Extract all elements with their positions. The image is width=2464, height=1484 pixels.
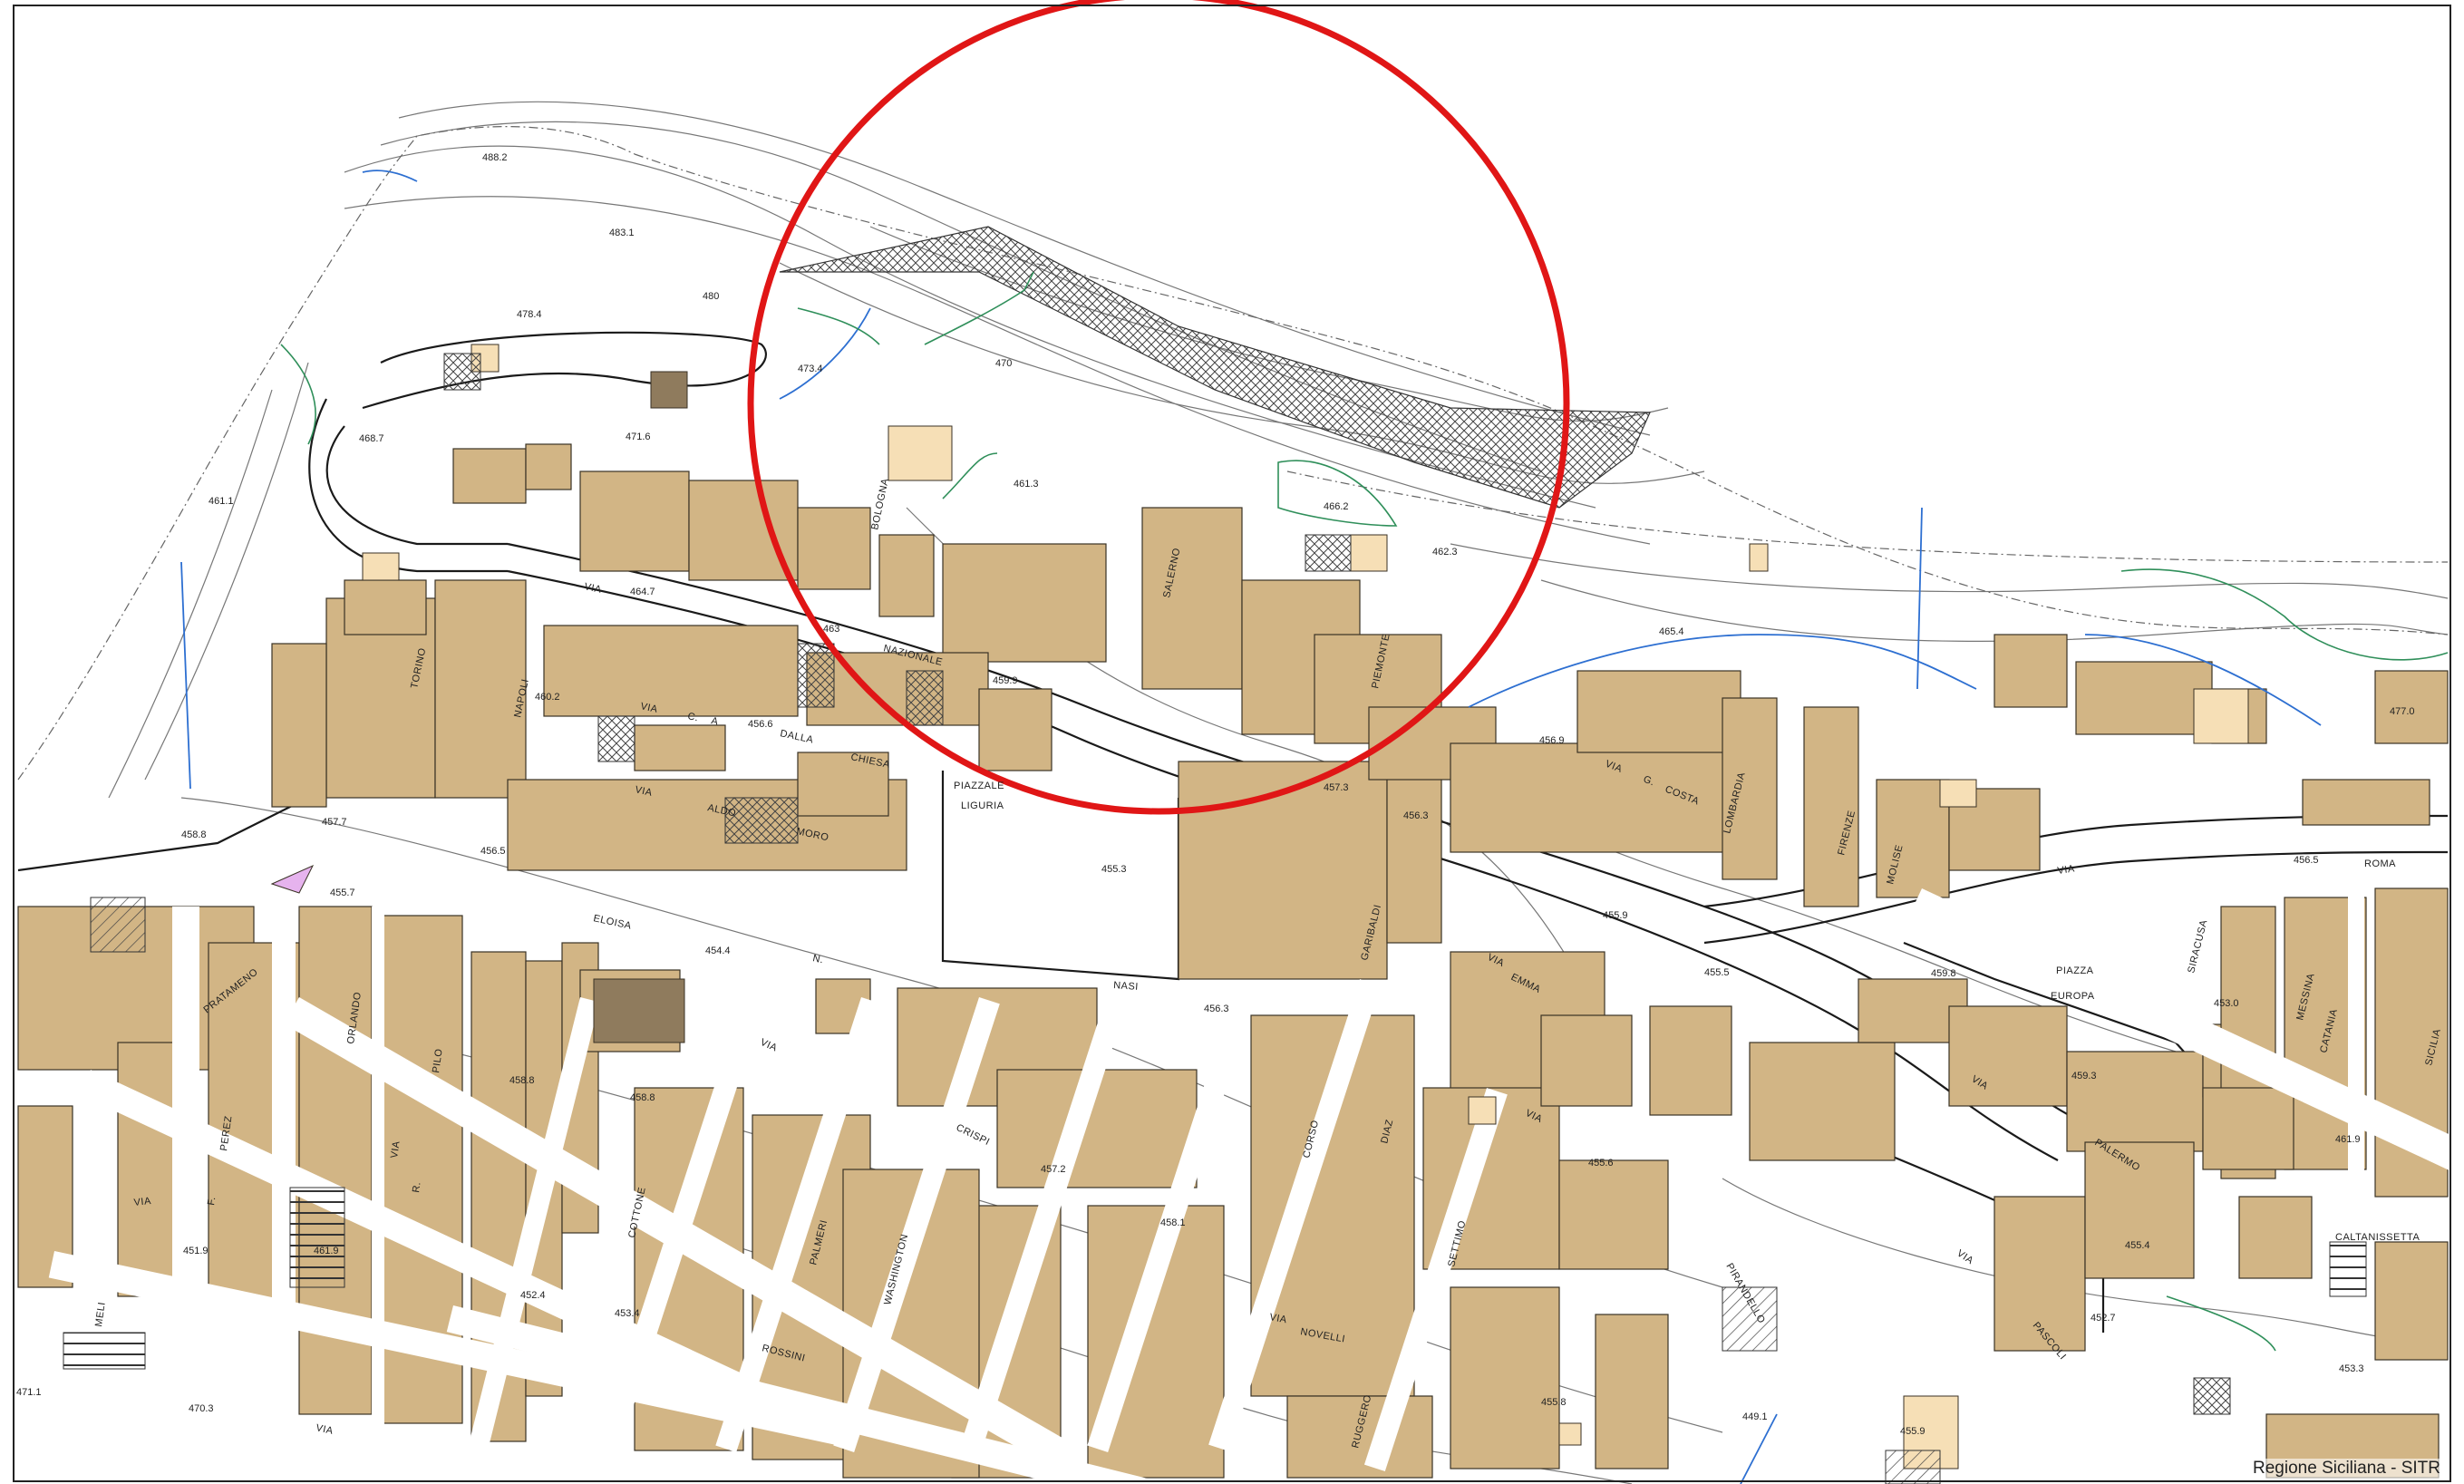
elevation-label: 456.6 <box>748 719 773 730</box>
street-label: BOLOGNA <box>869 477 891 530</box>
street-label: C. <box>686 711 699 723</box>
hatched-areas <box>63 353 2367 1484</box>
elevation-label: 457.7 <box>322 817 347 828</box>
elevation-label: 461.9 <box>2335 1134 2361 1145</box>
elevation-label: 453.0 <box>2214 998 2239 1009</box>
elevation-label: 455.4 <box>2125 1240 2150 1251</box>
elevation-label: 483.1 <box>609 228 635 238</box>
street-label: VIA <box>634 784 653 799</box>
street-label: VIA <box>639 701 658 715</box>
street-label: VIA <box>759 1037 780 1054</box>
elevation-label: 455.8 <box>1541 1397 1567 1408</box>
elevation-label: 464.7 <box>630 587 655 597</box>
elevation-label: 478.4 <box>517 309 542 320</box>
special-building-small <box>650 371 688 409</box>
elevation-label: 463 <box>823 624 839 635</box>
street-label: CALTANISSETTA <box>2335 1232 2420 1243</box>
street-label: PILO <box>431 1048 445 1073</box>
elevation-label: 455.7 <box>330 887 355 898</box>
street-label: VIA <box>583 581 602 596</box>
street-label: DALLA <box>779 728 814 746</box>
street-label: VIA <box>2057 863 2076 877</box>
annexes <box>362 344 2249 1469</box>
street-label: CRISPI <box>955 1122 992 1148</box>
elevation-label: 471.1 <box>16 1387 42 1398</box>
street-label: PIAZZALE <box>954 781 1004 791</box>
elevation-label: 458.1 <box>1160 1217 1186 1228</box>
elevation-label: 458.8 <box>630 1092 655 1103</box>
street-label: NASI <box>1113 980 1139 993</box>
elevation-label: 452.7 <box>2091 1313 2116 1324</box>
elevation-label: 461.9 <box>314 1246 339 1256</box>
elevation-label: 453.3 <box>2339 1363 2364 1374</box>
elevation-label: 456.9 <box>1539 735 1565 746</box>
water-streams <box>180 170 2322 1484</box>
elevation-label: 455.9 <box>1603 910 1628 921</box>
elevation-label: 468.7 <box>359 433 384 444</box>
elevation-label: 488.2 <box>482 152 508 163</box>
street-label: SIRACUSA <box>2186 918 2209 975</box>
elevation-label: 453.4 <box>615 1308 640 1319</box>
highlight-circle <box>747 0 1570 815</box>
elevation-label: 471.6 <box>626 432 651 442</box>
elevation-label: 449.1 <box>1742 1411 1768 1422</box>
street-label: G. <box>1642 774 1656 789</box>
elevation-label: 470 <box>995 358 1012 369</box>
escarpment-hatch <box>779 226 1651 509</box>
street-label: PEREZ <box>218 1115 234 1151</box>
street-label: MELI <box>93 1301 108 1327</box>
elevation-label: 454.4 <box>705 946 731 956</box>
street-label: ROMA <box>2364 858 2396 869</box>
street-label: LIGURIA <box>961 800 1004 811</box>
elevation-label: 459.8 <box>1931 968 1956 979</box>
map-credit: Regione Siciliana - SITR <box>2249 1459 2444 1479</box>
elevation-label: 473.4 <box>798 364 823 374</box>
elevation-label: 460.2 <box>535 692 560 703</box>
elevation-label: 456.3 <box>1403 810 1429 821</box>
purple-plot <box>270 864 315 894</box>
street-label: R. <box>411 1181 423 1194</box>
street-label: VIA <box>1268 1312 1287 1325</box>
elevation-label: 466.2 <box>1324 501 1349 512</box>
street-label: VIA <box>315 1422 334 1437</box>
street-label: VIA <box>1955 1248 1975 1267</box>
street-label: ELOISA <box>592 913 632 932</box>
street-label: PIAZZA <box>2056 965 2094 976</box>
elevation-label: 451.9 <box>183 1246 209 1256</box>
elevation-label: 456.5 <box>2294 855 2319 866</box>
street-label: VIA <box>133 1196 152 1208</box>
elevation-label: 456.5 <box>480 846 506 857</box>
elevation-label: 452.4 <box>520 1290 546 1301</box>
street-label: F. <box>206 1196 218 1206</box>
elevation-label: 477.0 <box>2390 706 2415 717</box>
elevation-label: 457.3 <box>1324 782 1349 793</box>
elevation-label: 457.2 <box>1041 1164 1066 1175</box>
elevation-label: 470.3 <box>189 1403 214 1414</box>
street-label: N. <box>811 953 824 965</box>
elevation-label: 455.3 <box>1101 864 1127 875</box>
elevation-label: 461.1 <box>209 496 234 507</box>
elevation-label: 455.6 <box>1588 1158 1614 1169</box>
street-label: A <box>710 715 719 727</box>
elevation-label: 458.8 <box>181 829 207 840</box>
elevation-label: 458.8 <box>509 1075 535 1086</box>
elevation-label: 459.3 <box>2071 1071 2097 1081</box>
street-label: VIA <box>389 1140 403 1159</box>
vegetation-outlines <box>280 271 2449 1352</box>
elevation-label: 455.5 <box>1704 967 1730 978</box>
elevation-label: 465.4 <box>1659 626 1684 637</box>
elevation-label: 461.3 <box>1014 479 1039 490</box>
street-label: EUROPA <box>2051 991 2095 1002</box>
elevation-label: 456.3 <box>1204 1004 1229 1014</box>
elevation-label: 459.9 <box>993 675 1018 686</box>
special-building <box>593 978 685 1043</box>
elevation-label: 455.9 <box>1900 1426 1926 1437</box>
elevation-labels: 488.2 483.1 480 478.4 473.4 471.6 470 46… <box>16 152 2415 1437</box>
elevation-label: 480 <box>703 291 719 302</box>
elevation-label: 462.3 <box>1432 547 1458 558</box>
